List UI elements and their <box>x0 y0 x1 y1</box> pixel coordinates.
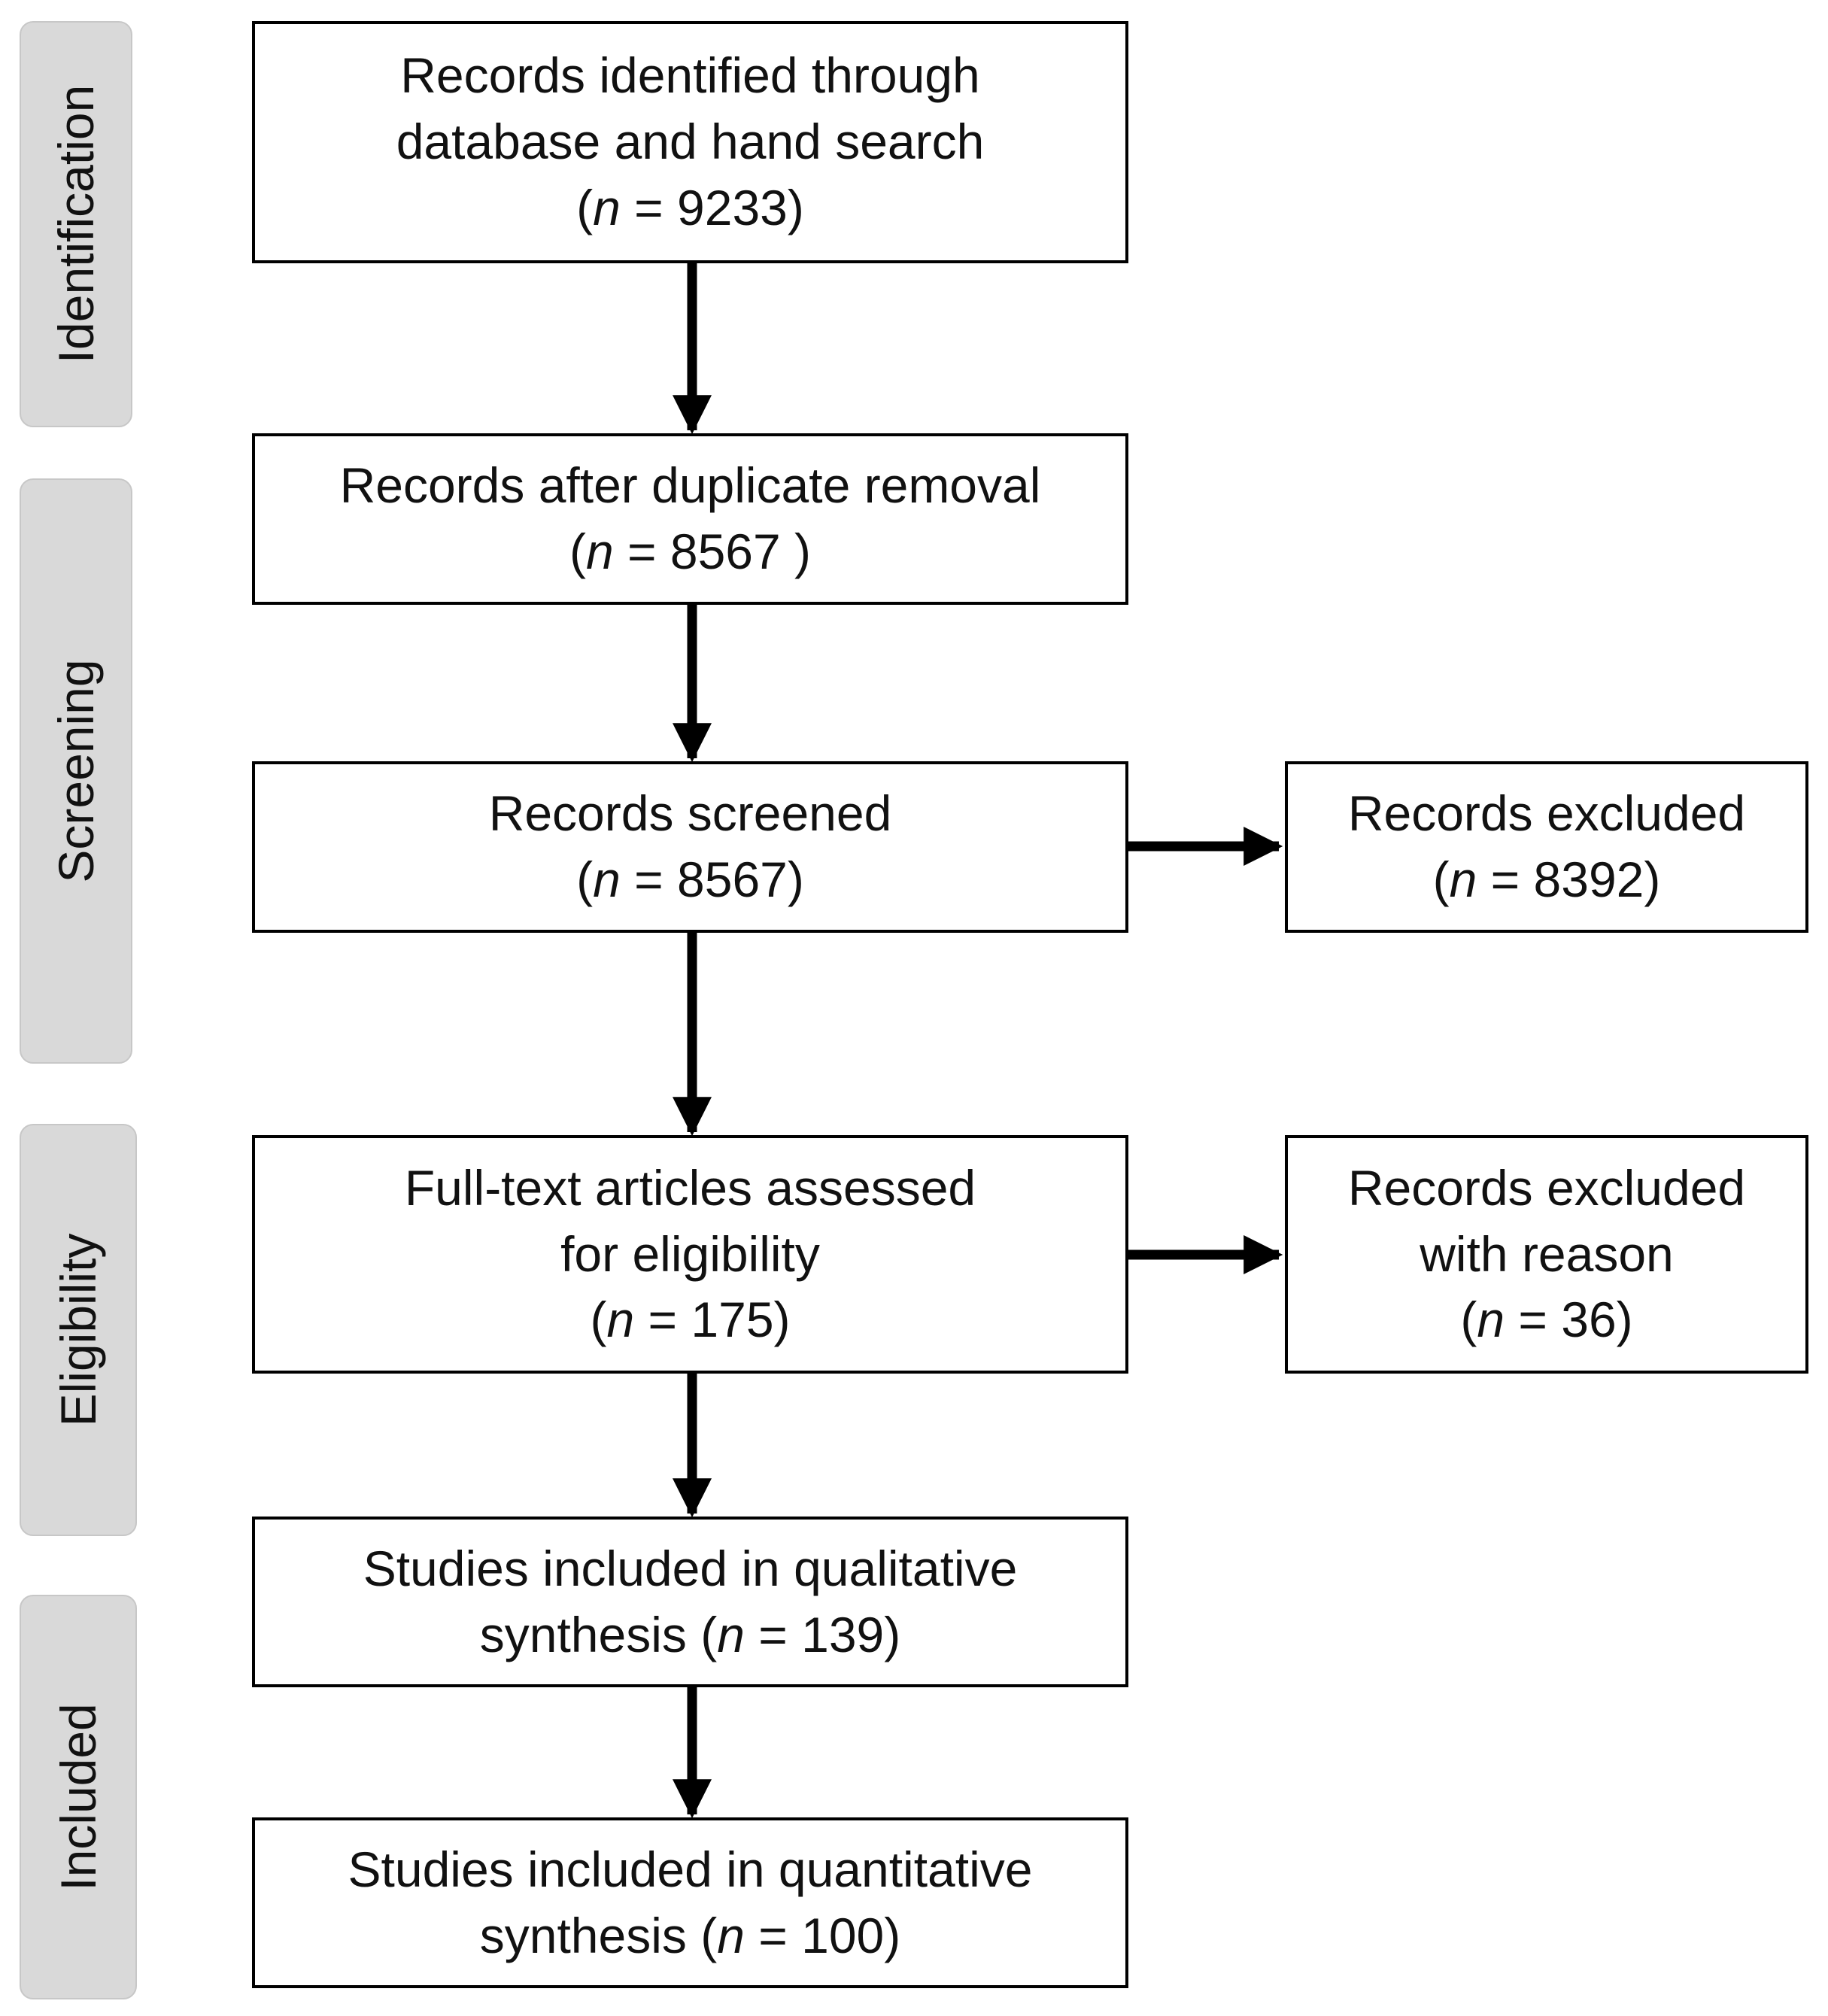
box-records-identified-line1: Records identified through <box>400 47 980 104</box>
box-records-after-duplicates-line1: Records after duplicate removal <box>339 457 1041 514</box>
box-fulltext-assessed-line1: Full-text articles assessed <box>404 1159 976 1216</box>
box-records-screened: Records screened (n = 8567) <box>252 761 1128 933</box>
count-prefix: ( <box>590 1292 607 1348</box>
count-value: = 8567 ) <box>613 524 812 579</box>
stage-included: Included <box>20 1595 137 1999</box>
n-symbol: n <box>1449 852 1477 907</box>
box-studies-qualitative-line2: synthesis (n = 139) <box>480 1602 900 1668</box>
count-value: = 175) <box>634 1292 791 1348</box>
n-symbol: n <box>717 1907 745 1963</box>
box-records-excluded-with-reason-line1: Records excluded <box>1347 1159 1746 1216</box>
box-studies-qualitative-line1: Studies included in qualitative <box>363 1540 1018 1596</box>
count-prefix: ( <box>569 524 586 579</box>
n-symbol: n <box>593 852 621 907</box>
box-fulltext-assessed-line2: for eligibility <box>560 1225 820 1282</box>
line2-text: synthesis ( <box>479 1606 718 1662</box>
box-records-after-duplicates: Records after duplicate removal (n = 856… <box>252 433 1128 605</box>
n-symbol: n <box>593 179 621 235</box>
box-studies-quantitative-line1: Studies included in quantitative <box>348 1841 1033 1897</box>
count-value: = 9233) <box>620 179 804 235</box>
box-studies-quantitative: Studies included in quantitative synthes… <box>252 1817 1128 1988</box>
line2-text: synthesis ( <box>479 1907 718 1963</box>
stage-eligibility: Eligibility <box>20 1124 137 1536</box>
box-records-screened-line1: Records screened <box>488 785 892 842</box>
count-value: = 139) <box>744 1606 901 1662</box>
box-records-excluded-count: (n = 8392) <box>1433 847 1661 913</box>
stage-screening: Screening <box>20 478 132 1064</box>
n-symbol: n <box>717 1606 745 1662</box>
box-records-screened-count: (n = 8567) <box>576 847 804 913</box>
count-prefix: ( <box>576 852 594 907</box>
n-symbol: n <box>585 524 614 579</box>
box-records-excluded: Records excluded (n = 8392) <box>1285 761 1808 933</box>
box-studies-qualitative: Studies included in qualitative synthesi… <box>252 1517 1128 1687</box>
box-records-identified-count: (n = 9233) <box>576 175 804 241</box>
box-records-excluded-with-reason-line2: with reason <box>1420 1225 1674 1282</box>
count-value: = 100) <box>744 1907 901 1963</box>
count-value: = 36) <box>1505 1292 1633 1348</box>
box-studies-quantitative-line2: synthesis (n = 100) <box>480 1903 900 1969</box>
box-records-identified-line2: database and hand search <box>396 114 985 170</box>
box-fulltext-assessed-count: (n = 175) <box>590 1287 790 1353</box>
box-records-excluded-with-reason: Records excluded with reason (n = 36) <box>1285 1135 1808 1374</box>
box-records-excluded-line1: Records excluded <box>1347 785 1746 842</box>
count-value: = 8567) <box>620 852 804 907</box>
n-symbol: n <box>1477 1292 1505 1348</box>
count-prefix: ( <box>576 179 594 235</box>
box-fulltext-assessed: Full-text articles assessed for eligibil… <box>252 1135 1128 1374</box>
count-prefix: ( <box>1460 1292 1477 1348</box>
box-records-after-duplicates-count: (n = 8567 ) <box>569 519 811 585</box>
count-prefix: ( <box>1432 852 1450 907</box>
stage-identification: Identification <box>20 21 132 427</box>
box-records-identified: Records identified through database and … <box>252 21 1128 263</box>
count-value: = 8392) <box>1477 852 1661 907</box>
n-symbol: n <box>606 1292 635 1348</box>
box-records-excluded-with-reason-count: (n = 36) <box>1460 1287 1632 1353</box>
